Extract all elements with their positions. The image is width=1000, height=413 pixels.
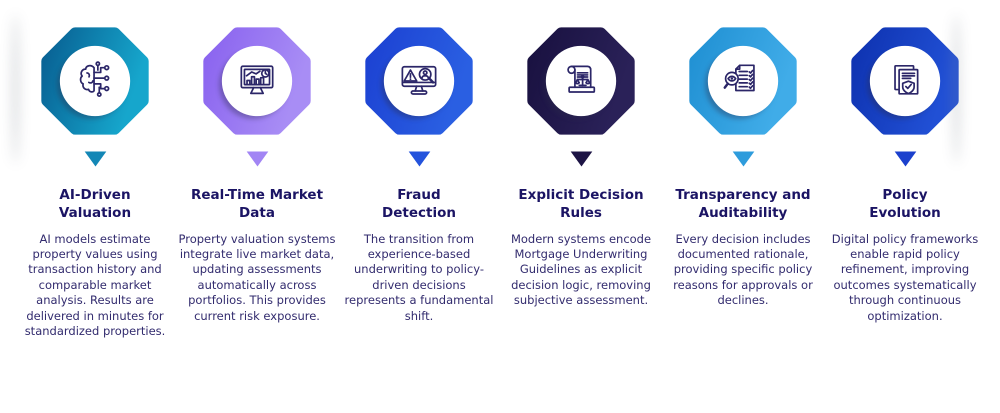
- monitor-chart-icon: [203, 27, 311, 135]
- right-edge-shadow: [954, 14, 959, 164]
- step-description: The transition from experience-based und…: [344, 231, 494, 323]
- step-column-fraud-detection: Fraud Detection The transition from expe…: [338, 24, 500, 339]
- step-title: Policy Evolution: [869, 187, 941, 221]
- step-title: Real-Time Market Data: [190, 187, 324, 221]
- audit-checklist-icon: [689, 27, 797, 135]
- policy-evolution-badge: [848, 24, 962, 138]
- step-description: Digital policy frameworks enable rapid p…: [831, 231, 979, 323]
- step-description: AI models estimate property values using…: [24, 231, 166, 339]
- market-data-badge: [200, 24, 314, 138]
- auditability-badge: [686, 24, 800, 138]
- step-column-real-time-market-data: Real-Time Market Data Property valuation…: [176, 24, 338, 339]
- step-description: Property valuation systems integrate liv…: [178, 231, 336, 323]
- fraud-detection-badge: [362, 24, 476, 138]
- step-title: AI-Driven Valuation: [58, 187, 132, 221]
- down-triangle-icon: [84, 151, 106, 167]
- policy-shield-icon: [851, 27, 959, 135]
- ai-valuation-badge: [38, 24, 152, 138]
- step-description: Modern systems encode Mortgage Underwrit…: [510, 231, 652, 308]
- decision-rules-badge: [524, 24, 638, 138]
- fraud-alert-monitor-icon: [365, 27, 473, 135]
- step-column-ai-driven-valuation: AI-Driven Valuation AI models estimate p…: [14, 24, 176, 339]
- down-triangle-icon: [894, 151, 916, 167]
- step-title: Fraud Detection: [382, 187, 456, 221]
- step-column-explicit-decision-rules: Explicit Decision Rules Modern systems e…: [500, 24, 662, 339]
- step-description: Every decision includes documented ratio…: [673, 231, 813, 308]
- steps-row: AI-Driven Valuation AI models estimate p…: [14, 24, 986, 339]
- down-triangle-icon: [408, 151, 430, 167]
- scroll-scales-icon: [527, 27, 635, 135]
- step-title: Explicit Decision Rules: [518, 187, 644, 221]
- step-column-policy-evolution: Policy Evolution Digital policy framewor…: [824, 24, 986, 339]
- left-edge-shadow: [13, 14, 18, 164]
- down-triangle-icon: [570, 151, 592, 167]
- brain-circuit-icon: [41, 27, 149, 135]
- down-triangle-icon: [732, 151, 754, 167]
- step-title: Transparency and Auditability: [675, 187, 811, 221]
- step-column-transparency-auditability: Transparency and Auditability Every deci…: [662, 24, 824, 339]
- down-triangle-icon: [246, 151, 268, 167]
